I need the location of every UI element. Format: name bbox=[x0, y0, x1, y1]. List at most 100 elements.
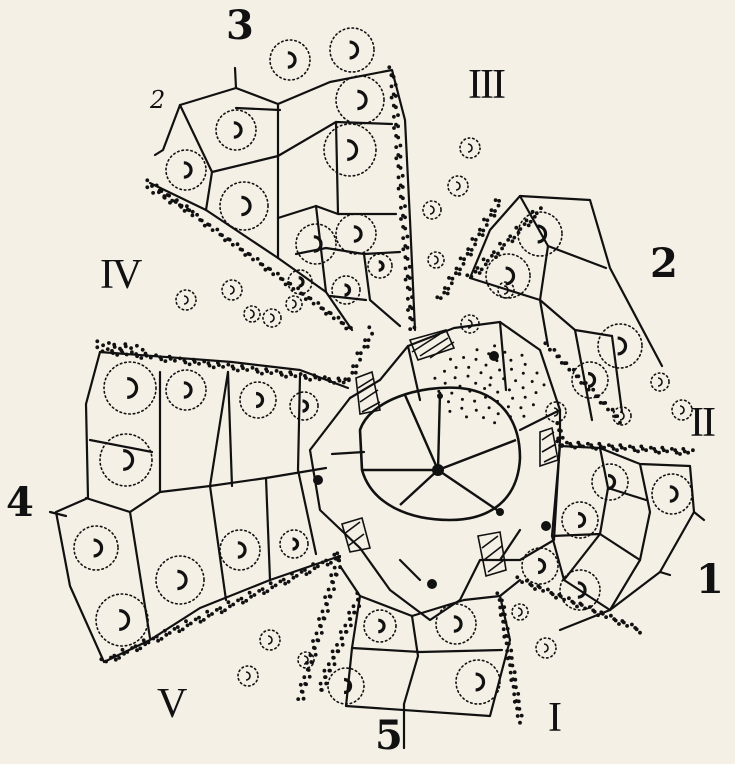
granule bbox=[329, 595, 333, 599]
granule bbox=[583, 607, 587, 611]
granule bbox=[248, 591, 252, 595]
tubercle-boss bbox=[476, 674, 484, 690]
madreporite-pore bbox=[489, 376, 492, 379]
granule bbox=[226, 237, 230, 241]
granule bbox=[578, 602, 582, 606]
granule bbox=[408, 265, 412, 269]
tubercle-boss bbox=[230, 286, 234, 294]
granule bbox=[173, 359, 177, 363]
ocular-pore bbox=[541, 521, 551, 531]
granule bbox=[399, 166, 403, 170]
granule bbox=[292, 576, 296, 580]
granule bbox=[296, 697, 300, 701]
plate-edge bbox=[470, 196, 662, 366]
granule bbox=[504, 620, 508, 624]
granule bbox=[279, 580, 283, 584]
granule bbox=[511, 239, 515, 243]
tubercle-areole bbox=[166, 370, 206, 410]
granule bbox=[497, 199, 501, 203]
granule bbox=[390, 96, 394, 100]
madreporite-pore bbox=[508, 388, 511, 391]
granule bbox=[198, 218, 202, 222]
granule bbox=[525, 579, 529, 583]
granule bbox=[184, 619, 188, 623]
granule bbox=[164, 633, 168, 637]
granule bbox=[155, 635, 159, 639]
granule bbox=[347, 325, 351, 329]
granule bbox=[347, 377, 351, 381]
granule bbox=[506, 627, 510, 631]
granule bbox=[156, 639, 160, 643]
genital-pores-hatched bbox=[342, 330, 558, 576]
granule bbox=[435, 295, 439, 299]
granule bbox=[401, 185, 405, 189]
plate-edge bbox=[228, 372, 232, 486]
granule bbox=[516, 692, 520, 696]
tubercle-boss bbox=[357, 91, 366, 108]
madreporite-pore bbox=[511, 397, 514, 400]
granule bbox=[142, 638, 146, 642]
madreporite-pore bbox=[522, 386, 525, 389]
plate-edge bbox=[400, 560, 420, 580]
genital-plate bbox=[410, 330, 454, 360]
granule bbox=[332, 656, 336, 660]
granule bbox=[633, 626, 637, 630]
granule bbox=[490, 254, 494, 258]
granule bbox=[199, 620, 203, 624]
granule bbox=[498, 606, 502, 610]
madreporite-pore bbox=[462, 356, 465, 359]
granule bbox=[396, 113, 400, 117]
granule bbox=[355, 591, 359, 595]
granule bbox=[316, 301, 320, 305]
madreporite-pore bbox=[475, 409, 478, 412]
plate-edge bbox=[210, 372, 228, 486]
granule bbox=[604, 615, 608, 619]
tubercle-areole bbox=[220, 530, 260, 570]
granule bbox=[502, 635, 506, 639]
granule bbox=[240, 364, 244, 368]
granule bbox=[588, 605, 592, 609]
granule bbox=[240, 597, 244, 601]
granule bbox=[596, 613, 600, 617]
granule bbox=[520, 580, 524, 584]
granule bbox=[450, 281, 454, 285]
granule bbox=[519, 227, 523, 231]
tubercle-boss bbox=[378, 620, 384, 632]
granule bbox=[253, 593, 257, 597]
tubercle-boss bbox=[347, 141, 356, 160]
granule bbox=[218, 606, 222, 610]
granule bbox=[602, 446, 606, 450]
granule bbox=[562, 598, 566, 602]
granule bbox=[135, 344, 139, 348]
madreporite-pore bbox=[433, 377, 436, 380]
plate-edge bbox=[336, 122, 338, 214]
plate-edge bbox=[660, 572, 670, 575]
granule bbox=[462, 257, 466, 261]
granule bbox=[195, 213, 199, 217]
granule bbox=[442, 291, 446, 295]
label-ambulacrum-1: 1 bbox=[696, 560, 724, 600]
tubercle-areole bbox=[263, 309, 281, 327]
granule bbox=[678, 452, 682, 456]
granule bbox=[275, 369, 279, 373]
granule bbox=[331, 650, 335, 654]
granule bbox=[470, 275, 474, 279]
granule bbox=[231, 243, 235, 247]
madreporite-pore bbox=[532, 403, 535, 406]
granule bbox=[326, 609, 330, 613]
granule bbox=[406, 246, 410, 250]
madreporite-pore bbox=[473, 400, 476, 403]
tubercle-areole bbox=[592, 464, 628, 500]
hatch-line bbox=[484, 546, 502, 560]
granule bbox=[202, 360, 206, 364]
granule bbox=[410, 306, 414, 310]
granule bbox=[300, 570, 304, 574]
granule bbox=[363, 338, 367, 342]
granule bbox=[328, 669, 332, 673]
granule bbox=[125, 353, 129, 357]
granule bbox=[469, 253, 473, 257]
tubercle-boss bbox=[670, 487, 677, 501]
granule bbox=[335, 551, 339, 555]
granule bbox=[321, 610, 325, 614]
granule bbox=[482, 218, 486, 222]
